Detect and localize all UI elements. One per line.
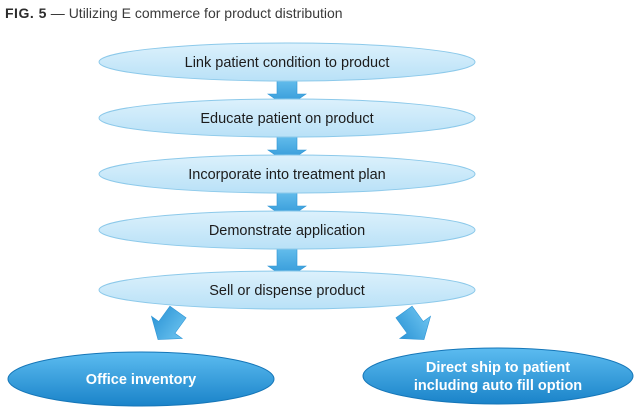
outcome-label-line: Office inventory	[86, 372, 196, 388]
outcome-ellipse	[362, 347, 634, 405]
step-ellipse	[98, 210, 476, 250]
step-node-5: Sell or dispense product	[98, 270, 476, 310]
outcome-label-line: including auto fill option	[414, 378, 582, 394]
step-label: Incorporate into treatment plan	[188, 167, 385, 183]
step-ellipse	[98, 154, 476, 194]
step-node-3: Incorporate into treatment plan	[98, 154, 476, 194]
branch-arrow-right	[395, 305, 432, 340]
step-label: Link patient condition to product	[185, 55, 390, 71]
step-label: Sell or dispense product	[209, 283, 365, 299]
caption-separator: —	[46, 5, 69, 21]
step-node-2: Educate patient on product	[98, 98, 476, 138]
figure-number: FIG. 5	[5, 5, 47, 21]
figure-caption: FIG. 5 — Utilizing E commerce for produc…	[5, 4, 343, 22]
branch-arrow-left	[150, 305, 187, 340]
figure-title: Utilizing E commerce for product distrib…	[68, 5, 343, 21]
step-node-1: Link patient condition to product	[98, 42, 476, 82]
step-ellipse	[98, 98, 476, 138]
outcome-node-2: Direct ship to patient including auto fil…	[362, 347, 634, 405]
step-ellipse	[98, 42, 476, 82]
step-label: Demonstrate application	[209, 223, 365, 239]
outcome-ellipse	[7, 351, 275, 407]
step-ellipse	[98, 270, 476, 310]
outcome-node-1: Office inventory	[7, 351, 275, 407]
step-label: Educate patient on product	[200, 111, 373, 127]
step-node-4: Demonstrate application	[98, 210, 476, 250]
outcome-label-line: Direct ship to patient	[426, 360, 570, 376]
